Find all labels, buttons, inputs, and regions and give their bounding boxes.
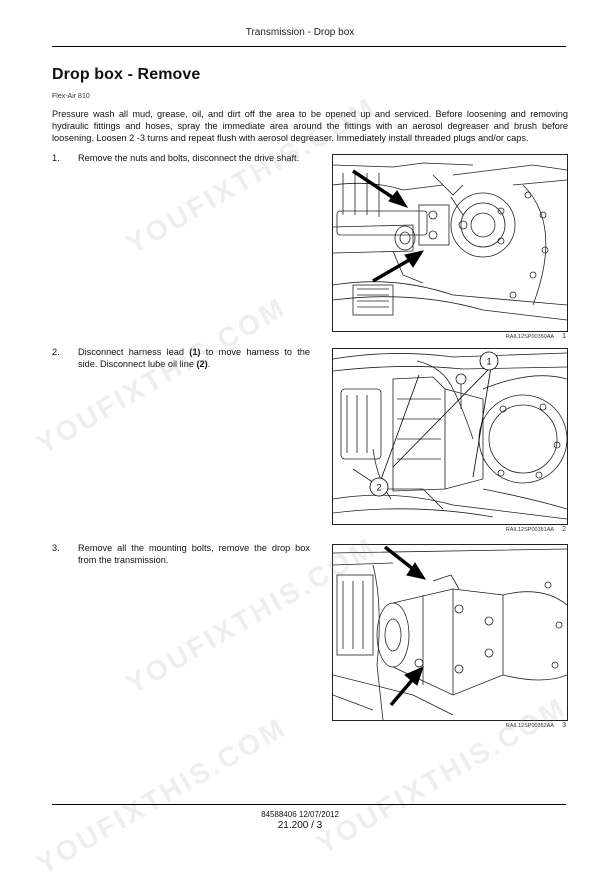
figure-code: RAIL12SP00351AA xyxy=(505,527,555,533)
ref-lube-oil-line: (2) xyxy=(196,359,208,369)
watermark: YOUFIXTHIS.COM xyxy=(30,711,292,880)
figure-1-caption: RAIL12SP00350AA 1 xyxy=(332,333,566,340)
intro-paragraph: Pressure wash all mud, grease, oil, and … xyxy=(52,109,568,143)
document-code: 84588406 12/07/2012 xyxy=(261,810,339,819)
figure-3-drop-box xyxy=(332,544,568,721)
figure-3-caption: RAIL12SP00352AA 3 xyxy=(332,722,566,729)
harness-illustration: 1 2 xyxy=(333,351,567,520)
step-text: Disconnect harness lead (1) to move harn… xyxy=(78,347,310,369)
watermark: YOUFIXTHIS.COM xyxy=(30,291,292,460)
figure-code: RAIL12SP00350AA xyxy=(505,334,555,340)
header-rule xyxy=(52,46,566,47)
callout-2: 2 xyxy=(376,483,381,493)
step-text: Remove all the mounting bolts, remove th… xyxy=(78,543,310,565)
step-number: 2. xyxy=(52,347,60,357)
model-label: Flex-Air 810 xyxy=(52,93,90,100)
page-title: Drop box - Remove xyxy=(52,66,201,83)
step-number: 3. xyxy=(52,543,60,553)
running-header: Transmission - Drop box xyxy=(245,27,355,38)
callout-1: 1 xyxy=(486,357,491,367)
ref-harness-lead: (1) xyxy=(189,347,201,357)
figure-code: RAIL12SP00352AA xyxy=(505,723,555,729)
figure-1-drive-shaft xyxy=(332,154,568,332)
step-number: 1. xyxy=(52,153,60,163)
drive-shaft-illustration xyxy=(333,162,567,321)
figure-2-caption: RAIL12SP00351AA 2 xyxy=(332,526,566,533)
footer-rule xyxy=(52,804,566,805)
figure-number: 3 xyxy=(562,722,566,729)
drop-box-illustration xyxy=(333,545,567,720)
page-number: 21.200 / 3 xyxy=(277,820,323,831)
figure-number: 1 xyxy=(562,333,566,340)
figure-number: 2 xyxy=(562,526,566,533)
step-text: Remove the nuts and bolts, disconnect th… xyxy=(78,153,300,163)
figure-2-harness-lube-line: 1 2 xyxy=(332,348,568,525)
